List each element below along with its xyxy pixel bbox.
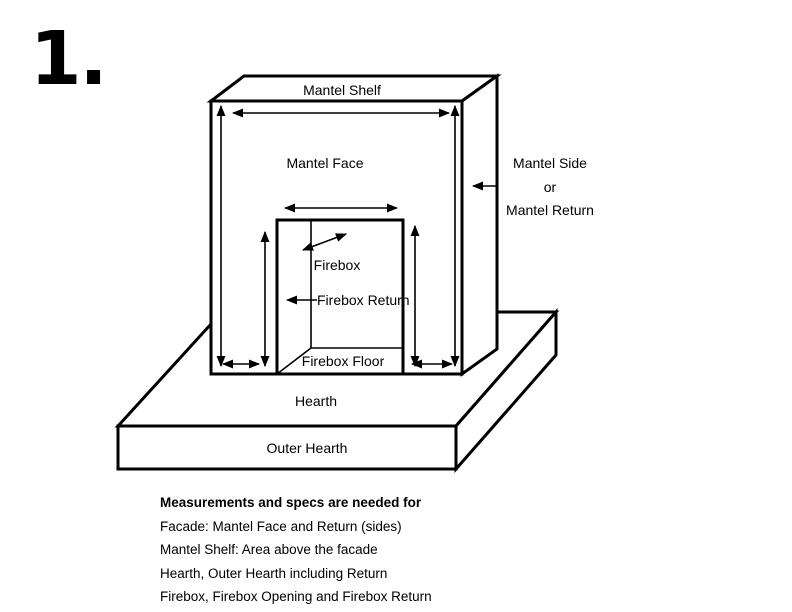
firebox-depth-arrow <box>301 233 348 251</box>
label-mantel-shelf: Mantel Shelf <box>303 82 381 98</box>
measurement-notes: Measurements and specs are needed for Fa… <box>160 491 432 609</box>
label-mantel-face: Mantel Face <box>286 155 363 171</box>
label-firebox-return: Firebox Return <box>317 292 410 308</box>
label-mantel-side-line3: Mantel Return <box>506 202 594 218</box>
label-mantel-side-line2: or <box>544 179 557 195</box>
dimension-arrows <box>216 104 496 369</box>
mantel-side <box>460 73 499 377</box>
label-outer-hearth: Outer Hearth <box>267 440 348 456</box>
notes-line: Firebox, Firebox Opening and Firebox Ret… <box>160 589 432 604</box>
label-hearth: Hearth <box>295 393 337 409</box>
outer-hearth-front <box>116 424 458 471</box>
notes-line: Facade: Mantel Face and Return (sides) <box>160 518 402 534</box>
step-number: 1. <box>30 16 108 102</box>
label-firebox: Firebox <box>314 257 361 273</box>
notes-line: Mantel Shelf: Area above the facade <box>160 542 378 557</box>
label-mantel-side-line1: Mantel Side <box>513 155 587 171</box>
label-firebox-floor: Firebox Floor <box>302 353 385 369</box>
notes-heading: Measurements and specs are needed for <box>160 495 422 510</box>
notes-line: Hearth, Outer Hearth including Return <box>160 565 388 581</box>
firebox-floor-diag <box>276 347 312 375</box>
